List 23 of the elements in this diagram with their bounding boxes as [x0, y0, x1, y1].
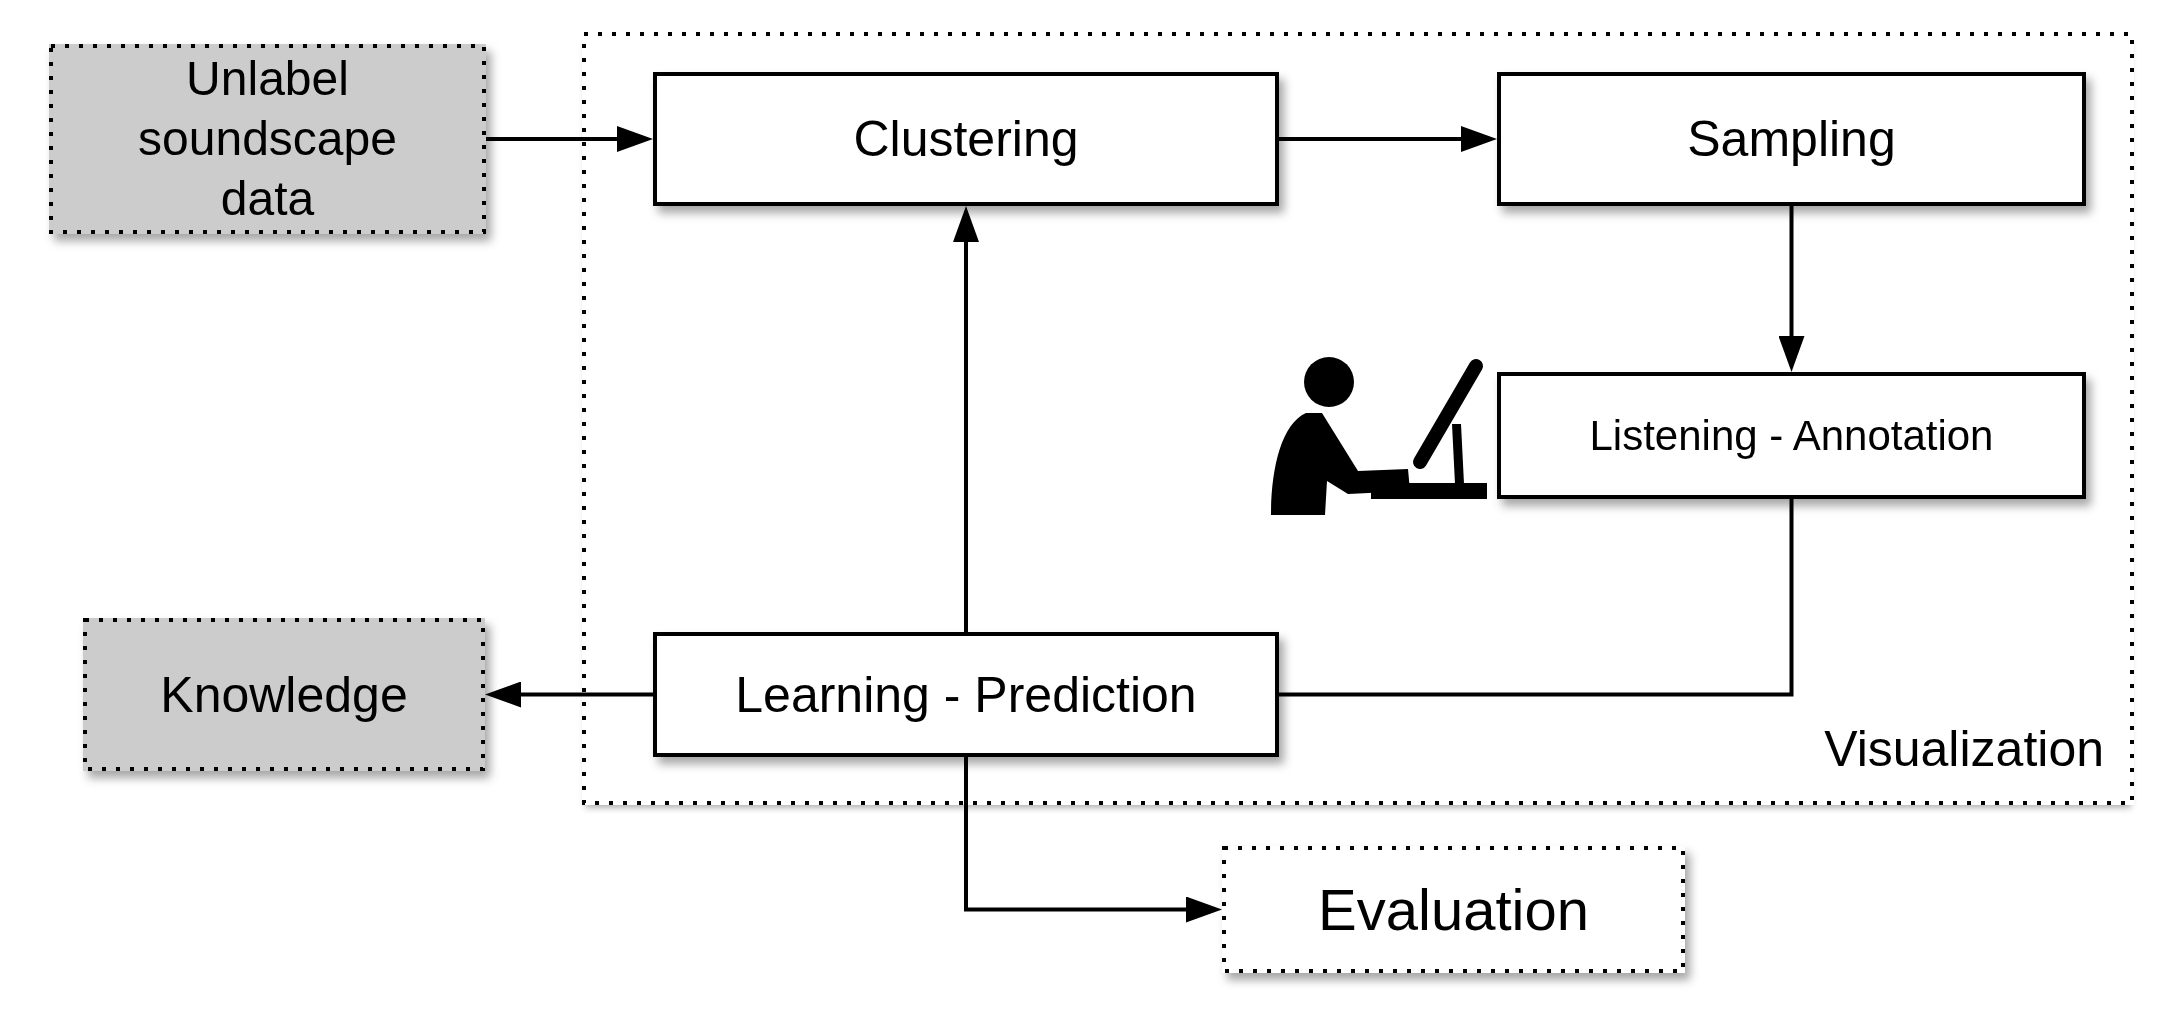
connector-line	[1279, 499, 1794, 697]
box-label: Knowledge	[160, 665, 408, 725]
process-box	[653, 632, 1279, 757]
box-label: Listening - Annotation	[1589, 410, 1994, 461]
arrow	[1778, 206, 1805, 372]
box-label: Clustering	[853, 110, 1079, 169]
arrow	[1279, 126, 1497, 152]
process-box	[1497, 72, 2086, 206]
arrow	[964, 757, 1222, 923]
box-label: Evaluation	[1318, 875, 1589, 944]
box-label: Unlabel soundscape data	[137, 51, 398, 227]
arrow	[485, 681, 653, 708]
dotted-box	[1222, 846, 1685, 973]
group-label: Visualization	[1824, 720, 2104, 779]
box-label: Learning - Prediction	[735, 665, 1197, 725]
arrow	[953, 206, 979, 632]
dotted-box	[83, 618, 485, 771]
process-box	[653, 72, 1279, 206]
box-label: Sampling	[1687, 110, 1896, 169]
dotted-box	[49, 44, 486, 234]
dotted-group-frame	[582, 32, 2134, 805]
arrow	[486, 126, 653, 152]
process-box	[1497, 372, 2086, 499]
